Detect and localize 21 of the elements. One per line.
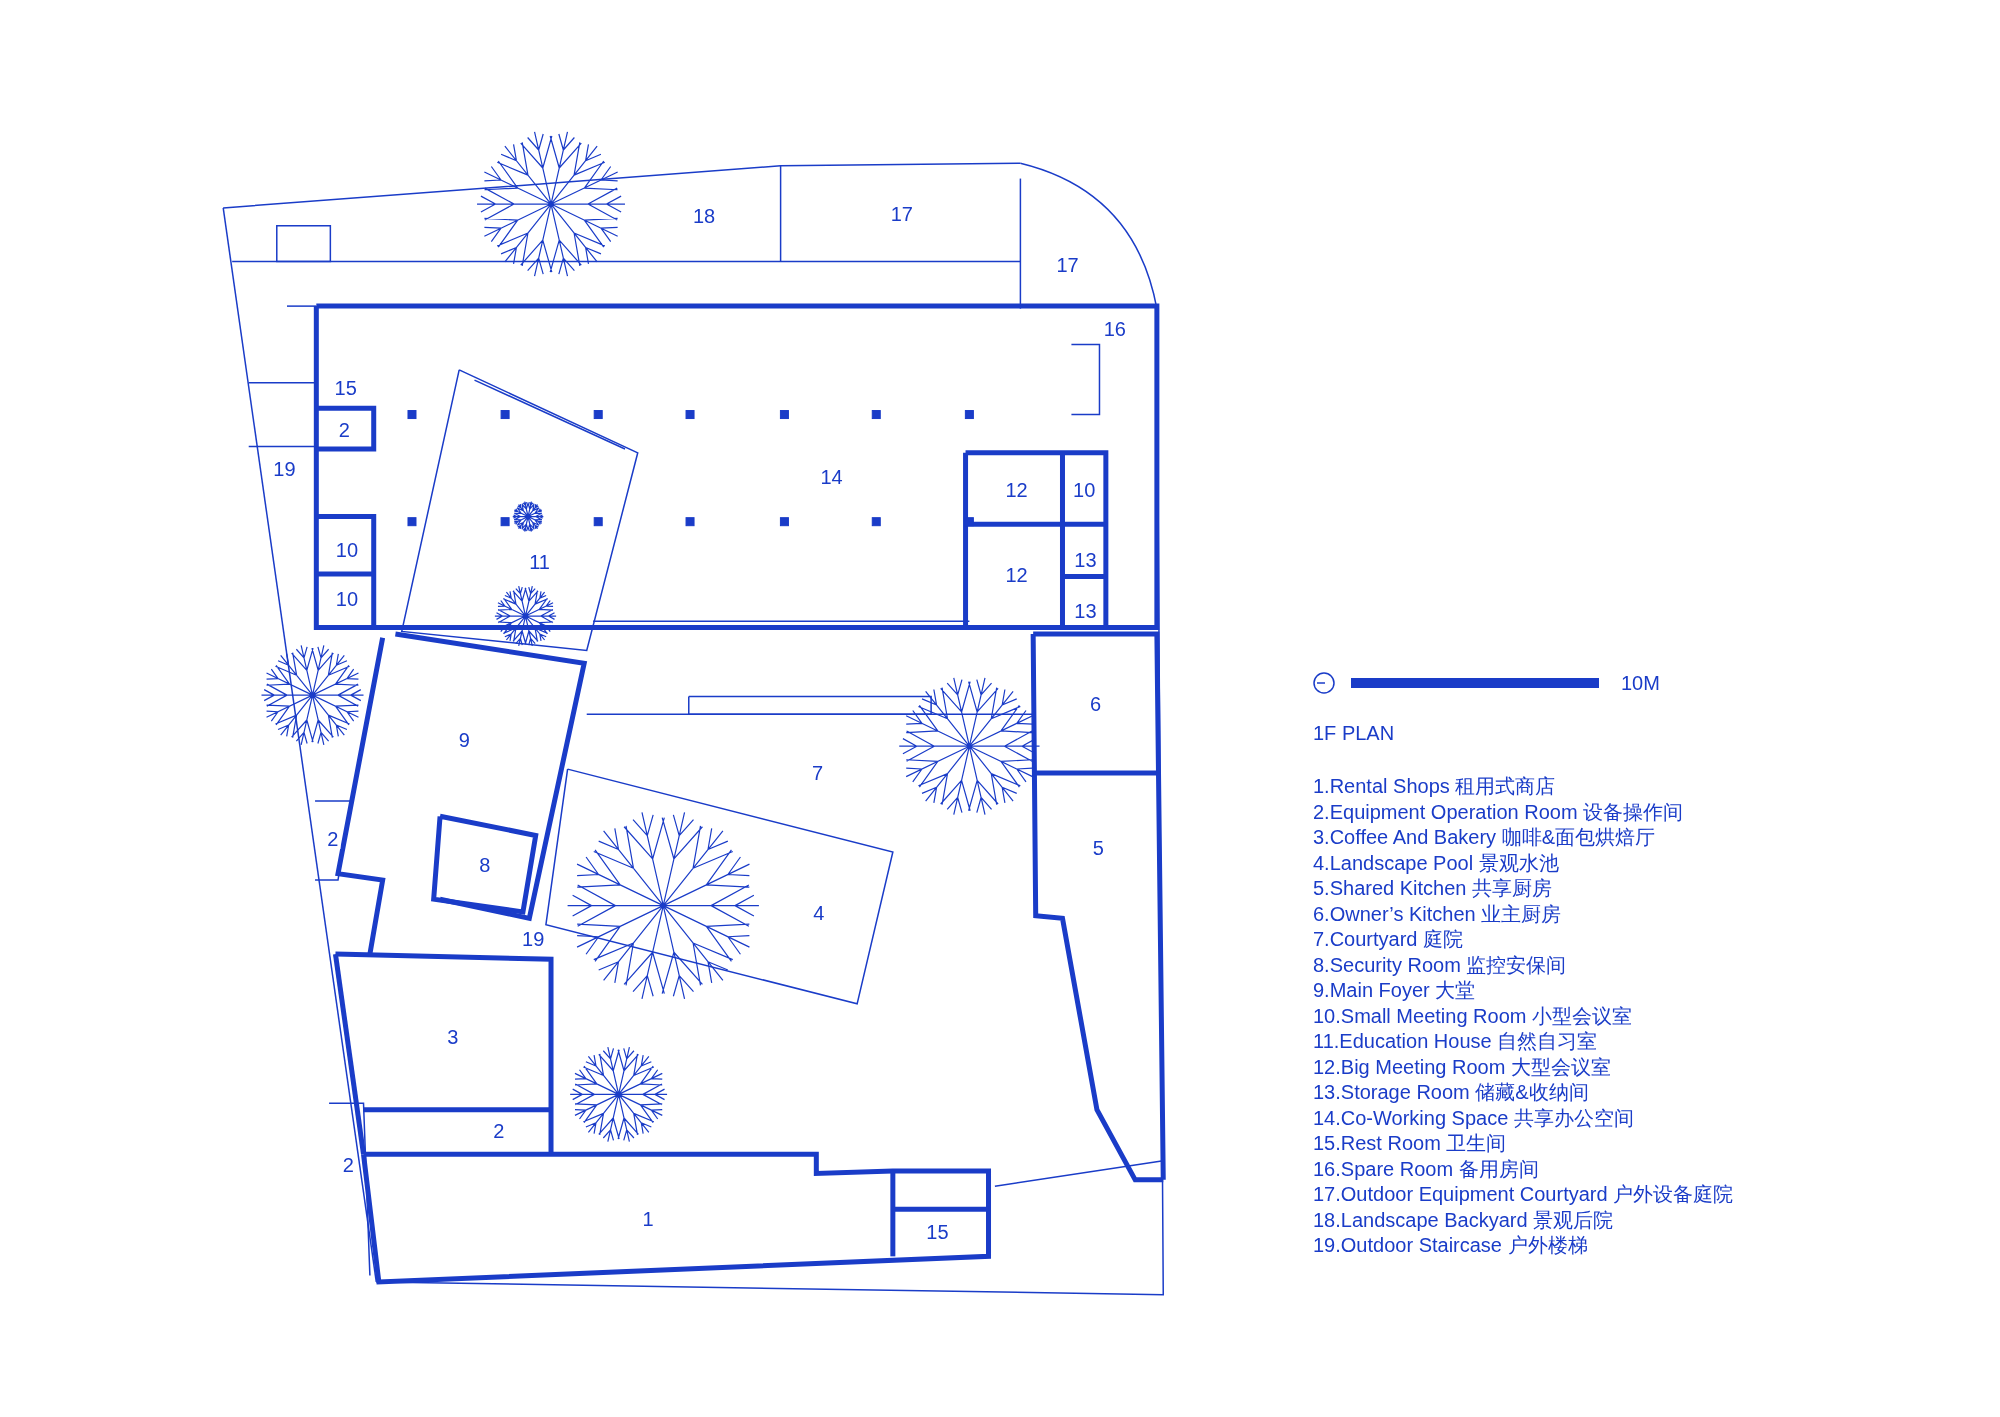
legend-entry: 10.Small Meeting Room 小型会议室 [1313, 1003, 1633, 1029]
legend-entry: 16.Spare Room 备用房间 [1313, 1156, 1540, 1182]
legend-entry: 6.Owner’s Kitchen 业主厨房 [1313, 901, 1563, 927]
legend-entry: 19.Outdoor Staircase 户外楼梯 [1313, 1233, 1589, 1258]
legend-entry: 17.Outdoor Equipment Courtyard 户外设备庭院 [1313, 1182, 1734, 1207]
legend-entry: 18.Landscape Backyard 景观后院 [1313, 1207, 1615, 1233]
legend-entry: 7.Courtyard 庭院 [1313, 927, 1465, 952]
legend-entry: 9.Main Foyer 大堂 [1313, 978, 1477, 1003]
legend-entry: 3.Coffee And Bakery 咖啡&面包烘焙厅 [1313, 825, 1656, 850]
legend-entry: 5.Shared Kitchen 共享厨房 [1313, 876, 1553, 901]
legend-entry: 11.Education House 自然自习室 [1313, 1029, 1599, 1054]
legend-entry: 15.Rest Room 卫生间 [1313, 1131, 1508, 1156]
legend-entry: 2.Equipment Operation Room 设备操作间 [1313, 799, 1685, 825]
legend-entry: 12.Big Meeting Room 大型会议室 [1313, 1054, 1612, 1080]
legend-entry: 14.Co-Working Space 共享办公空间 [1313, 1105, 1635, 1131]
scale-label: 10M [1621, 671, 1660, 696]
plan-title: 1F PLAN [1313, 723, 1395, 743]
legend-entry: 8.Security Room 监控安保间 [1313, 952, 1568, 978]
legend-entry: 13.Storage Room 储藏&收纳间 [1313, 1080, 1590, 1105]
legend-entry: 4.Landscape Pool 景观水池 [1313, 850, 1560, 876]
legend-entry: 1.Rental Shops 租用式商店 [1313, 774, 1557, 799]
